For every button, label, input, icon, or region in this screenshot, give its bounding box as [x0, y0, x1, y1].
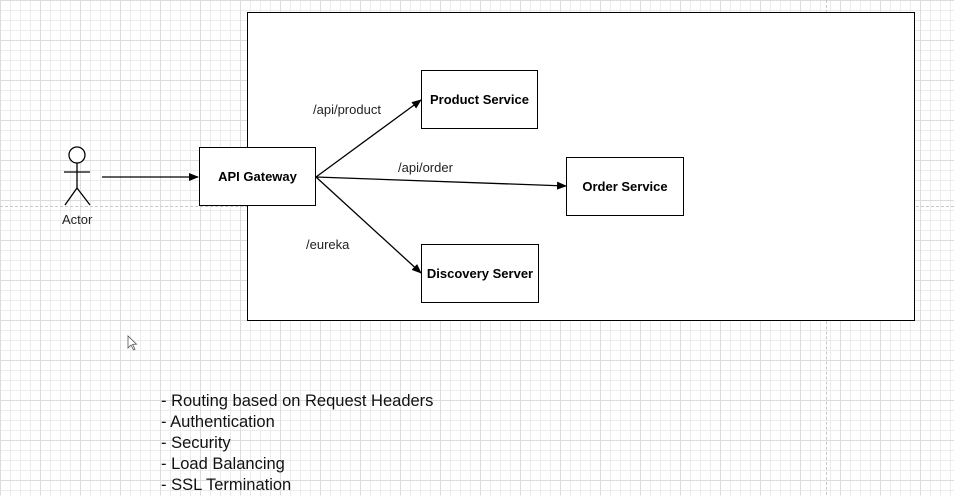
discovery-server-node[interactable]: Discovery Server [421, 244, 539, 303]
api-gateway-label: API Gateway [218, 169, 297, 184]
edge-label-eureka[interactable]: /eureka [306, 237, 350, 252]
api-gateway-node[interactable]: API Gateway [199, 147, 316, 206]
note-item: - Security [161, 434, 231, 452]
note-item: - Load Balancing [161, 455, 285, 473]
gateway-to-discovery-arrow[interactable] [315, 176, 422, 274]
note-item: - Routing based on Request Headers [161, 392, 434, 410]
edge-label-order[interactable]: /api/order [398, 160, 453, 175]
edge-label-product[interactable]: /api/product [313, 102, 381, 117]
product-service-node[interactable]: Product Service [421, 70, 538, 129]
actor-label: Actor [62, 212, 93, 227]
gateway-to-product-arrow[interactable] [315, 99, 422, 178]
actor-icon[interactable] [64, 146, 91, 206]
features-notes[interactable]: - Routing based on Request Headers - Aut… [161, 391, 433, 496]
order-service-label: Order Service [582, 179, 668, 194]
note-item: - Authentication [161, 413, 275, 431]
order-service-node[interactable]: Order Service [566, 157, 684, 216]
gateway-to-order-arrow[interactable] [315, 176, 567, 190]
discovery-server-label: Discovery Server [426, 266, 534, 281]
cursor-icon [127, 335, 138, 351]
product-service-label: Product Service [430, 92, 529, 107]
note-item: - SSL Termination [161, 476, 292, 494]
